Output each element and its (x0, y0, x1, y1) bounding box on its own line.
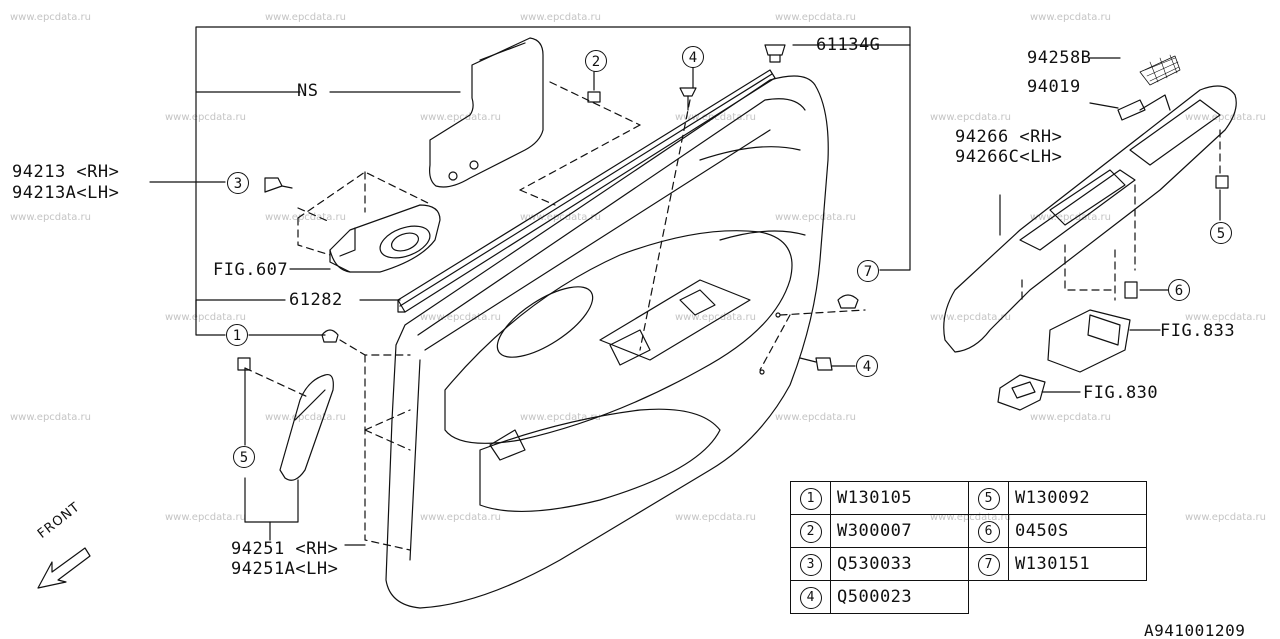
watermark: www.epcdata.ru (1185, 312, 1266, 323)
table-row: 4 Q500023 (790, 580, 1147, 614)
label-94266-rh: 94266 <RH> (955, 127, 1063, 147)
label-fig607: FIG.607 (213, 260, 289, 280)
front-arrow (37, 547, 91, 589)
watermark: www.epcdata.ru (420, 512, 501, 523)
label-94251-rh: 94251 <RH> (231, 539, 339, 559)
watermark: www.epcdata.ru (165, 312, 246, 323)
callout-leaders (244, 57, 1221, 546)
callout-2: 2 (585, 50, 607, 72)
watermark: www.epcdata.ru (10, 12, 91, 23)
leader-bracket-lines (149, 26, 911, 336)
watermark: www.epcdata.ru (930, 312, 1011, 323)
watermark: www.epcdata.ru (520, 12, 601, 23)
label-94019 (1117, 99, 1146, 121)
label-fig830: FIG.830 (1083, 383, 1159, 403)
watermark: www.epcdata.ru (930, 112, 1011, 123)
grip-panel-94251 (279, 373, 334, 481)
watermark: www.epcdata.ru (775, 12, 856, 23)
legend-empty-cell (1009, 581, 1147, 614)
watermark: www.epcdata.ru (675, 512, 756, 523)
label-61134g: 61134G (816, 35, 881, 55)
label-ns: NS (297, 81, 319, 101)
dashed-guides (244, 81, 1221, 551)
label-fig833: FIG.833 (1160, 321, 1236, 341)
callout-4: 4 (856, 355, 878, 377)
diagram-id: A941001209 (1144, 621, 1246, 639)
legend-callout: 6 (977, 520, 1000, 543)
watermark: www.epcdata.ru (1030, 212, 1111, 223)
watermark: www.epcdata.ru (265, 412, 346, 423)
legend-callout: 3 (799, 553, 822, 576)
label-94251a-lh: 94251A<LH> (231, 559, 339, 579)
legend-callout: 5 (977, 487, 1000, 510)
ns-pad (429, 37, 544, 188)
watermark: www.epcdata.ru (10, 212, 91, 223)
label-94258b: 94258B (1027, 48, 1092, 68)
watermark: www.epcdata.ru (420, 112, 501, 123)
legend-callout: 4 (799, 586, 822, 609)
legend-callout: 2 (799, 520, 822, 543)
watermark: www.epcdata.ru (1185, 512, 1266, 523)
table-row: 3 Q530033 7 W130151 (790, 547, 1147, 581)
legend-part-number: W300007 (830, 514, 969, 548)
legend-part-number: 0450S (1008, 514, 1147, 548)
legend-callout: 7 (977, 553, 1000, 576)
legend-part-number: Q530033 (830, 547, 969, 581)
label-94213-rh: 94213 <RH> (12, 162, 120, 182)
speaker (329, 204, 441, 273)
door-trim-panel (385, 75, 829, 609)
legend-part-number: W130105 (830, 481, 969, 515)
watermark: www.epcdata.ru (265, 12, 346, 23)
callout-4: 4 (682, 46, 704, 68)
callout-6: 6 (1168, 279, 1190, 301)
legend-part-number: W130092 (1008, 481, 1147, 515)
watermark: www.epcdata.ru (520, 212, 601, 223)
watermark: www.epcdata.ru (265, 212, 346, 223)
legend-empty-cell (969, 581, 1009, 614)
watermark: www.epcdata.ru (420, 312, 501, 323)
table-row: 1 W130105 5 W130092 (790, 481, 1147, 515)
watermark: www.epcdata.ru (1030, 12, 1111, 23)
callout-5: 5 (233, 446, 255, 468)
watermark: www.epcdata.ru (1030, 412, 1111, 423)
watermark: www.epcdata.ru (165, 512, 246, 523)
label-61282: 61282 (289, 290, 343, 310)
table-row: 2 W300007 6 0450S (790, 514, 1147, 548)
fasteners (237, 44, 1229, 371)
watermark: www.epcdata.ru (775, 212, 856, 223)
armrest-panel-94266 (943, 85, 1237, 353)
watermark: www.epcdata.ru (675, 312, 756, 323)
switch-fig833 (1047, 309, 1161, 373)
legend-callout: 1 (799, 487, 822, 510)
switch-fig830 (997, 374, 1081, 411)
weatherstrip-61282 (397, 69, 776, 313)
legend-part-number: Q500023 (830, 580, 969, 614)
label-94266c-lh: 94266C<LH> (955, 147, 1063, 167)
callout-1: 1 (226, 324, 248, 346)
watermark: www.epcdata.ru (675, 112, 756, 123)
callout-3: 3 (227, 172, 249, 194)
legend-part-number: W130151 (1008, 547, 1147, 581)
watermark: www.epcdata.ru (520, 412, 601, 423)
watermark: www.epcdata.ru (1185, 112, 1266, 123)
parts-legend-table: 1 W130105 5 W130092 2 W300007 6 0450S 3 … (790, 481, 1147, 614)
mesh-94258b (1139, 54, 1181, 86)
callout-7: 7 (857, 260, 879, 282)
watermark: www.epcdata.ru (10, 412, 91, 423)
label-94019: 94019 (1027, 77, 1081, 97)
callout-5: 5 (1210, 222, 1232, 244)
watermark: www.epcdata.ru (775, 412, 856, 423)
watermark: www.epcdata.ru (165, 112, 246, 123)
label-94213a-lh: 94213A<LH> (12, 183, 120, 203)
